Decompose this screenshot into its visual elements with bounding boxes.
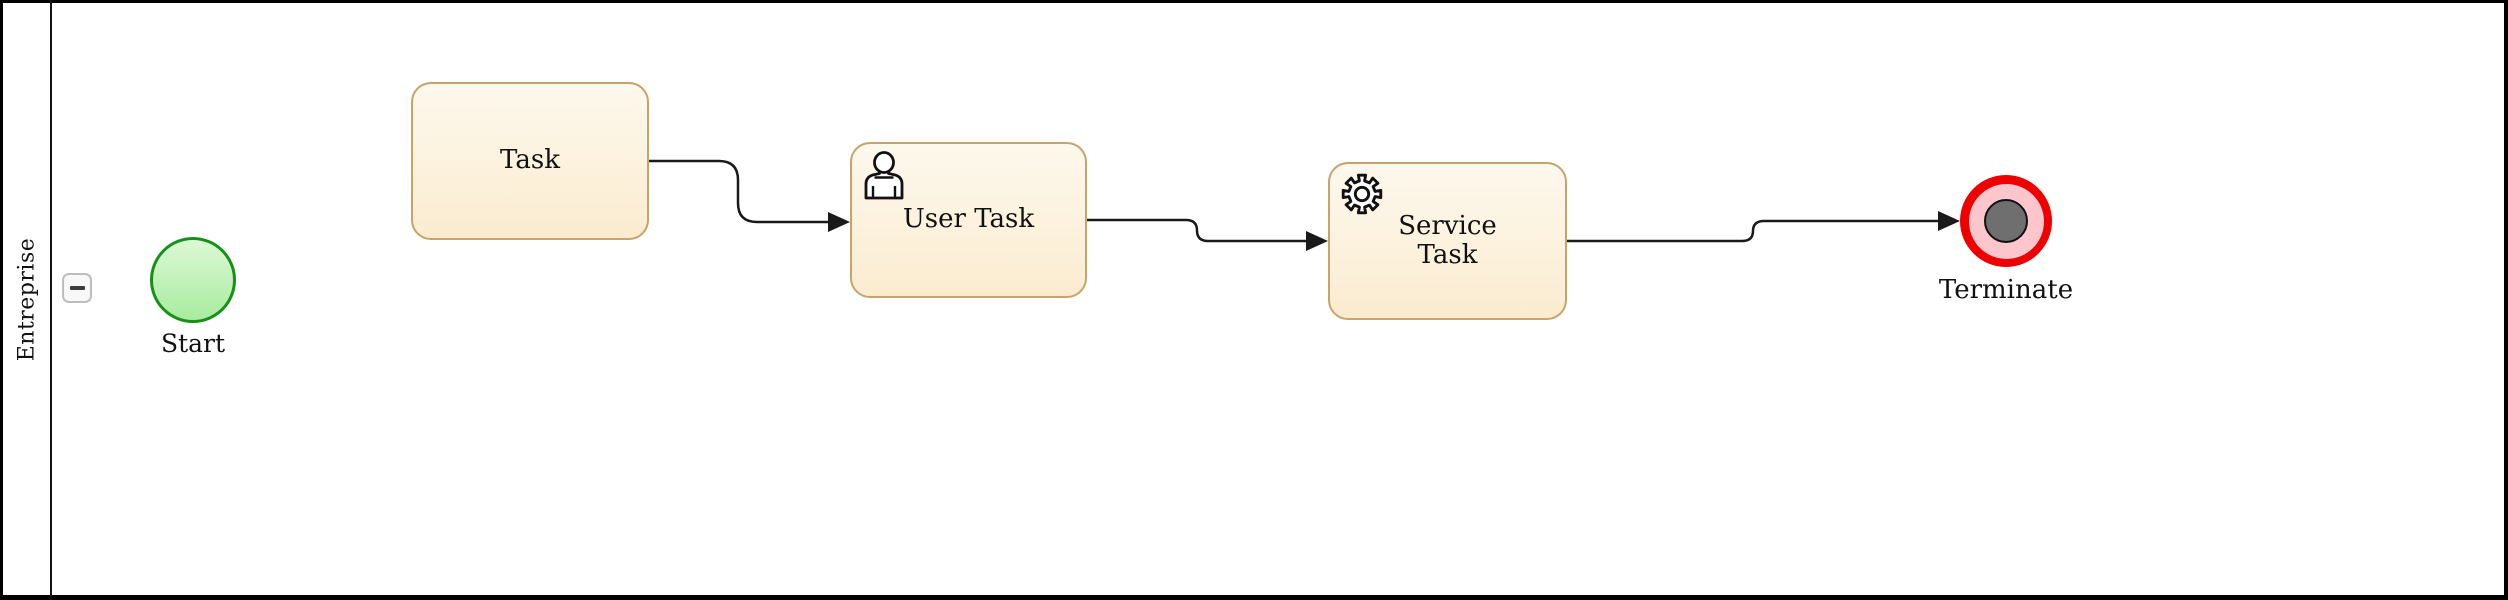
user-task-label: User Task xyxy=(902,204,1035,235)
sequence-flow-task-to-usertask[interactable] xyxy=(649,159,829,224)
user-icon xyxy=(864,151,904,200)
lane-header: Entreprise xyxy=(3,3,50,595)
arrowhead-icon xyxy=(1306,231,1328,251)
lane-separator xyxy=(50,0,52,600)
task-label: Task xyxy=(500,145,560,176)
pool-border-right xyxy=(2504,0,2508,600)
service-task-label: Service Task xyxy=(1398,210,1497,270)
start-event-node[interactable] xyxy=(150,237,236,323)
arrowhead-icon xyxy=(828,212,850,232)
arrowhead-icon xyxy=(1938,211,1960,231)
gear-icon xyxy=(1341,173,1383,215)
user-task-node[interactable]: User Task xyxy=(850,142,1087,298)
start-event-label: Start xyxy=(160,329,226,358)
terminate-core-circle xyxy=(1984,199,2028,243)
terminate-inner-ring xyxy=(1968,183,2044,259)
sequence-flow-servicetask-to-terminate[interactable] xyxy=(1567,219,1939,243)
sequence-flow-usertask-to-servicetask[interactable] xyxy=(1087,218,1307,243)
pool-border-bottom xyxy=(0,595,2508,600)
pool-border-left xyxy=(0,0,3,600)
terminate-event-label: Terminate xyxy=(1938,275,2074,305)
pool-border-top xyxy=(0,0,2508,3)
terminate-end-event-node[interactable] xyxy=(1960,175,2052,267)
lane-collapse-button[interactable] xyxy=(62,273,92,303)
task-node[interactable]: Task xyxy=(411,82,649,240)
minus-icon xyxy=(69,286,85,290)
service-task-node[interactable]: Service Task xyxy=(1328,162,1567,320)
